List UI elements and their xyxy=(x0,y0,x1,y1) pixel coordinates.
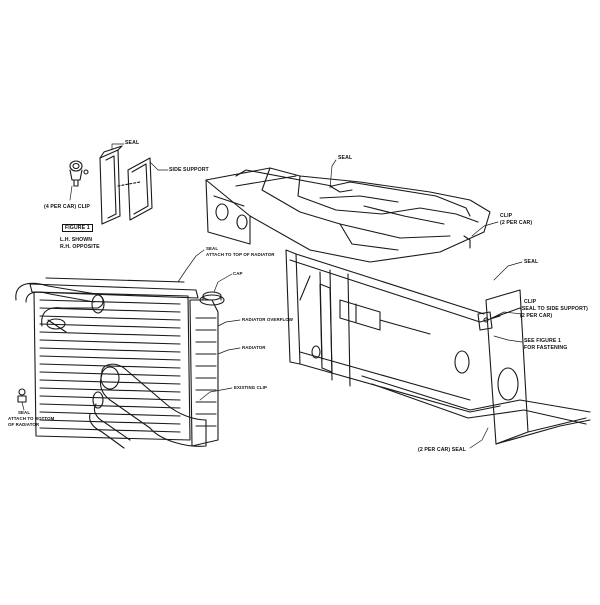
label-figure-seal: SEAL xyxy=(125,140,140,146)
radiator-leaders xyxy=(21,249,241,411)
support-front-frame xyxy=(285,249,501,413)
support-left-wall xyxy=(205,179,251,245)
support-right-side-panel xyxy=(485,289,591,445)
figure-1-seal-strip xyxy=(99,145,123,225)
support-right-clip xyxy=(463,235,493,331)
label-radiator-bottom-seal-note-1: ATTACH TO BOTTOM xyxy=(8,416,55,421)
figure-1-leaders xyxy=(69,143,169,201)
label-see-figure-1: SEE FIGURE 1 xyxy=(524,338,561,344)
label-existing-clip: EXISTING CLIP xyxy=(234,385,268,390)
label-radiator: RADIATOR xyxy=(242,345,266,350)
label-cap: CAP xyxy=(233,271,243,276)
label-figure-clip: (4 PER CAR) CLIP xyxy=(44,204,90,210)
radiator-bottom-clip xyxy=(17,388,27,403)
support-bottom-seal xyxy=(311,345,591,425)
label-radiator-overflow: RADIATOR OVERFLOW xyxy=(242,317,294,322)
support-center-bracket xyxy=(319,283,431,373)
figure-1-side-support xyxy=(117,157,153,221)
label-radiator-bottom-seal-note-2: OF RADIATOR xyxy=(8,422,40,427)
support-top-seal xyxy=(235,169,471,217)
label-clip-side: CLIP xyxy=(524,299,537,305)
label-lh-shown: L.H. SHOWN xyxy=(60,237,93,243)
label-radiator-bottom-seal: SEAL xyxy=(18,410,31,415)
label-support-bottom-seal: (2 PER CAR) SEAL xyxy=(418,447,467,453)
radiator-core xyxy=(33,291,191,441)
label-figure-side-support: SIDE SUPPORT xyxy=(169,167,209,173)
label-for-fastening: FOR FASTENING xyxy=(524,345,568,351)
radiator-cap xyxy=(199,291,225,306)
label-clip-side-note: (SEAL TO SIDE SUPPORT) xyxy=(520,306,589,312)
support-leaders xyxy=(329,159,523,449)
label-clip-side-qty: (2 PER CAR) xyxy=(520,313,553,319)
label-radiator-top-seal-note: ATTACH TO TOP OF RADIATOR xyxy=(206,252,275,257)
radiator-tank xyxy=(189,299,219,447)
label-support-right-seal: SEAL xyxy=(524,259,539,265)
upper-hose xyxy=(15,282,105,333)
figure-1-clip xyxy=(69,160,89,187)
label-radiator-top-seal: SEAL xyxy=(206,246,219,251)
lower-hose xyxy=(89,363,207,449)
label-rh-opposite: R.H. OPPOSITE xyxy=(60,244,100,250)
label-figure-1: FIGURE 1 xyxy=(62,224,93,233)
label-clip-qty: (2 PER CAR) xyxy=(500,220,533,226)
support-top-panel xyxy=(205,167,491,263)
label-support-top-seal: SEAL xyxy=(338,155,353,161)
radiator-top-seal xyxy=(29,277,199,299)
label-clip: CLIP xyxy=(500,213,513,219)
